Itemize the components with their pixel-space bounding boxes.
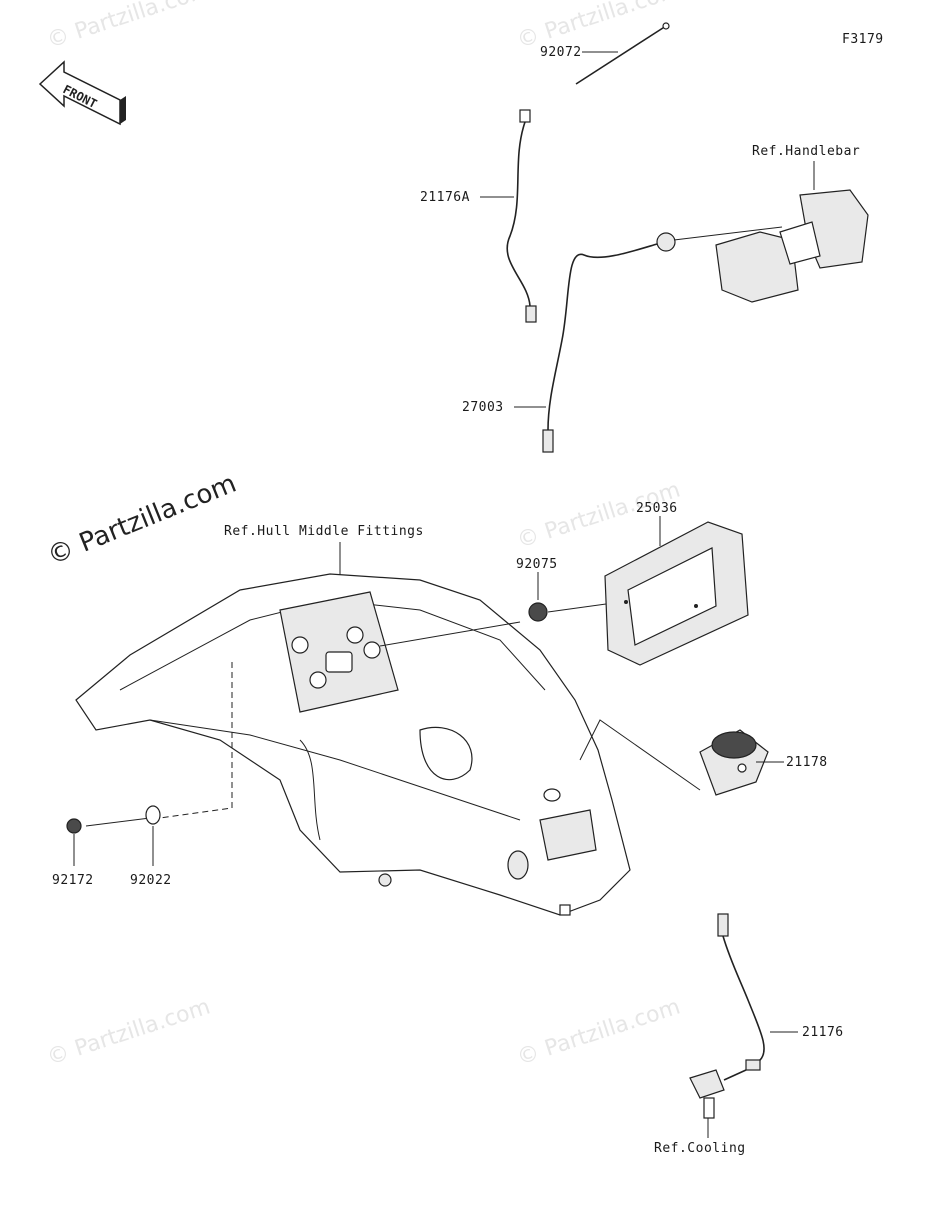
tie-92072: [575, 22, 670, 85]
watermark: © Partzilla.com: [44, 994, 213, 1070]
label-92072: 92072: [540, 45, 582, 60]
label-21176A: 21176A: [420, 190, 470, 205]
grommet-92075: [528, 602, 548, 622]
label-27003: 27003: [462, 400, 504, 415]
ref-hull-middle: Ref.Hull Middle Fittings: [224, 524, 424, 539]
front-arrow-icon: FRONT: [38, 60, 126, 126]
watermark: © Partzilla.com: [514, 994, 683, 1070]
label-25036: 25036: [636, 501, 678, 516]
cable-27003: [542, 243, 658, 453]
hull-middle-body: [75, 573, 631, 916]
label-92172: 92172: [52, 873, 94, 888]
bolt-92172: [66, 818, 82, 834]
cooling-sensor: [689, 1069, 747, 1119]
washer-92022: [145, 805, 161, 825]
label-92022: 92022: [130, 873, 172, 888]
handlebar-switch-housing: [656, 189, 869, 303]
label-21178: 21178: [786, 755, 828, 770]
label-21176: 21176: [802, 1025, 844, 1040]
ref-cooling: Ref.Cooling: [654, 1141, 746, 1156]
watermark: © Partzilla.com: [44, 0, 213, 54]
switch-21178: [699, 729, 769, 796]
figure-code: F3179: [842, 32, 884, 47]
ref-handlebar: Ref.Handlebar: [752, 144, 860, 159]
lead-21176: [717, 913, 765, 1071]
label-92075: 92075: [516, 557, 558, 572]
main-watermark: © Partzilla.com: [43, 469, 240, 572]
meter-25036: [604, 521, 749, 666]
lead-21176A: [506, 109, 537, 323]
